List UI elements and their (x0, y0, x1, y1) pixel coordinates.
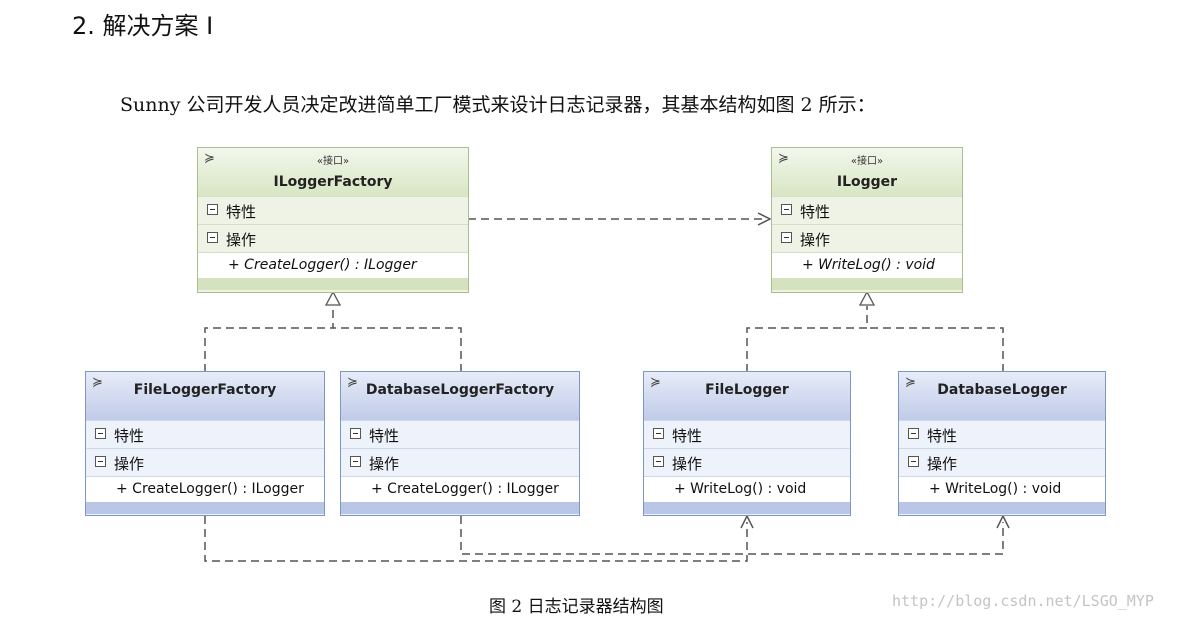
uml-header: ≽ DatabaseLogger (899, 372, 1105, 420)
minus-icon[interactable] (653, 456, 664, 467)
operations-section[interactable]: 操作 (644, 448, 850, 476)
intro-paragraph: Sunny 公司开发人员决定改进简单工厂模式来设计日志记录器，其基本结构如图 2… (120, 94, 876, 116)
uml-footer (899, 502, 1105, 514)
minus-icon[interactable] (95, 456, 106, 467)
operations-label: 操作 (800, 231, 831, 249)
open-arrow-logger (757, 212, 772, 226)
uml-header: ≽ «接口» ILoggerFactory (198, 148, 468, 196)
attributes-label: 特性 (369, 427, 400, 445)
watermark: http://blog.csdn.net/LSGO_MYP (892, 592, 1154, 610)
operation-row[interactable]: + CreateLogger() : ILogger (198, 252, 468, 278)
attributes-section[interactable]: 特性 (86, 420, 324, 448)
operation-row[interactable]: + WriteLog() : void (772, 252, 962, 278)
class-name: FileLoggerFactory (133, 382, 277, 398)
attributes-section[interactable]: 特性 (341, 420, 579, 448)
class-name: ILogger (836, 174, 898, 190)
attributes-label: 特性 (927, 427, 958, 445)
minus-icon[interactable] (350, 456, 361, 467)
attributes-section[interactable]: 特性 (198, 196, 468, 224)
open-arrow-filelogger (740, 514, 754, 529)
collapse-icon[interactable]: ≽ (92, 375, 103, 390)
uml-class-filelogger[interactable]: ≽ FileLogger 特性 操作 + WriteLog() : void (643, 371, 851, 516)
uml-footer (772, 278, 962, 290)
class-name: DatabaseLoggerFactory (365, 382, 555, 398)
realization-dbfactory (333, 327, 462, 372)
uml-header: ≽ FileLogger (644, 372, 850, 420)
minus-icon[interactable] (781, 232, 792, 243)
operations-label: 操作 (226, 231, 257, 249)
attributes-label: 特性 (672, 427, 703, 445)
realization-filefactory (204, 306, 334, 372)
minus-icon[interactable] (908, 456, 919, 467)
attributes-label: 特性 (226, 203, 257, 221)
operations-section[interactable]: 操作 (341, 448, 579, 476)
collapse-icon[interactable]: ≽ (347, 375, 358, 390)
uml-class-fileloggerfactory[interactable]: ≽ FileLoggerFactory 特性 操作 + CreateLogger… (85, 371, 325, 516)
figure-caption: 图 2 日志记录器结构图 (489, 597, 664, 617)
minus-icon[interactable] (653, 428, 664, 439)
stereotype-label: «接口» (316, 156, 350, 167)
realization-dblogger (867, 327, 1004, 372)
operations-label: 操作 (369, 455, 400, 473)
section-heading: 2. 解决方案 I (72, 12, 214, 40)
realization-filelogger (746, 306, 868, 372)
operation-signature: + WriteLog() : void (674, 481, 807, 497)
collapse-icon[interactable]: ≽ (650, 375, 661, 390)
operation-row[interactable]: + WriteLog() : void (644, 476, 850, 502)
operation-signature: + CreateLogger() : ILogger (371, 481, 559, 497)
realization-triangle-factory (324, 290, 342, 306)
collapse-icon[interactable]: ≽ (204, 151, 215, 166)
uml-footer (341, 502, 579, 514)
operations-section[interactable]: 操作 (86, 448, 324, 476)
operation-row[interactable]: + CreateLogger() : ILogger (86, 476, 324, 502)
stereotype-label: «接口» (850, 156, 884, 167)
operation-signature: + WriteLog() : void (929, 481, 1062, 497)
operations-section[interactable]: 操作 (772, 224, 962, 252)
operations-section[interactable]: 操作 (198, 224, 468, 252)
operation-row[interactable]: + WriteLog() : void (899, 476, 1105, 502)
class-name: ILoggerFactory (273, 174, 393, 190)
minus-icon[interactable] (781, 204, 792, 215)
collapse-icon[interactable]: ≽ (778, 151, 789, 166)
minus-icon[interactable] (908, 428, 919, 439)
uml-header: ≽ DatabaseLoggerFactory (341, 372, 579, 420)
operation-signature: + CreateLogger() : ILogger (228, 257, 417, 273)
dependency-dbfactory-to-dblogger (460, 516, 1004, 555)
attributes-section[interactable]: 特性 (772, 196, 962, 224)
class-name: FileLogger (705, 382, 789, 398)
uml-footer (86, 502, 324, 514)
attributes-label: 特性 (114, 427, 145, 445)
uml-interface-ilogger[interactable]: ≽ «接口» ILogger 特性 操作 + WriteLog() : void (771, 147, 963, 293)
attributes-section[interactable]: 特性 (899, 420, 1105, 448)
minus-icon[interactable] (95, 428, 106, 439)
class-name: DatabaseLogger (937, 382, 1067, 398)
operation-row[interactable]: + CreateLogger() : ILogger (341, 476, 579, 502)
operations-label: 操作 (672, 455, 703, 473)
minus-icon[interactable] (207, 204, 218, 215)
realization-triangle-logger (858, 290, 876, 306)
uml-header: ≽ «接口» ILogger (772, 148, 962, 196)
open-arrow-dblogger (996, 514, 1010, 529)
operations-label: 操作 (114, 455, 145, 473)
dependency-filefactory-to-filelogger (204, 516, 748, 562)
collapse-icon[interactable]: ≽ (905, 375, 916, 390)
attributes-section[interactable]: 特性 (644, 420, 850, 448)
uml-footer (198, 278, 468, 290)
uml-header: ≽ FileLoggerFactory (86, 372, 324, 420)
uml-footer (644, 502, 850, 514)
operations-section[interactable]: 操作 (899, 448, 1105, 476)
uml-class-databaselogger[interactable]: ≽ DatabaseLogger 特性 操作 + WriteLog() : vo… (898, 371, 1106, 516)
operations-label: 操作 (927, 455, 958, 473)
minus-icon[interactable] (207, 232, 218, 243)
attributes-label: 特性 (800, 203, 831, 221)
uml-interface-iloggerfactory[interactable]: ≽ «接口» ILoggerFactory 特性 操作 + CreateLogg… (197, 147, 469, 293)
operation-signature: + WriteLog() : void (802, 257, 935, 273)
uml-class-databaseloggerfactory[interactable]: ≽ DatabaseLoggerFactory 特性 操作 + CreateLo… (340, 371, 580, 516)
minus-icon[interactable] (350, 428, 361, 439)
operation-signature: + CreateLogger() : ILogger (116, 481, 304, 497)
